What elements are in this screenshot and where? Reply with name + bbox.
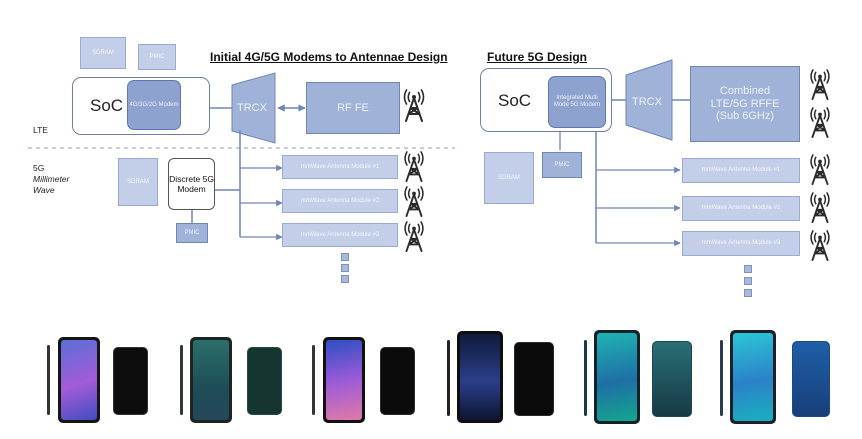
combined-rffe-line3: (Sub 6GHz) (715, 110, 775, 123)
continuation-dot (744, 289, 752, 297)
right-soc-label: SoC (498, 91, 532, 110)
left-mmwave-module-2: mmWave Antenna Module #2 (282, 189, 398, 213)
integrated-modem-block: Integrated Multi Mode 5G Modem (548, 76, 606, 128)
smartphone-back-icon (652, 341, 692, 417)
antenna-tower-icon (810, 68, 830, 100)
continuation-dot (341, 275, 349, 283)
continuation-dot (744, 265, 752, 273)
combined-rffe-line2: LTE/5G RFFE (710, 97, 780, 110)
smartphone-back-icon (380, 347, 415, 415)
sdram-bottom-block: SDRAM (118, 158, 158, 206)
smartphone-back-icon (514, 342, 554, 416)
sdram-block: SDRAM (80, 37, 126, 69)
mm-label-millimeter: Millimeter (33, 174, 70, 184)
right-trcx-shape (625, 59, 673, 141)
smartphone-side-icon (180, 345, 183, 415)
combined-rffe-line1: Combined (719, 85, 771, 98)
right-pmic-block: PMIC (542, 152, 582, 178)
smartphone-front-icon (190, 337, 232, 423)
continuation-dot (341, 253, 349, 261)
smartphone-back-icon (247, 347, 282, 415)
smartphone-front-icon (730, 330, 776, 424)
modem-block: 4G/3G/2G Modem (127, 80, 181, 130)
discrete-modem-block: Discrete 5G Modem (168, 158, 215, 210)
antenna-tower-icon (810, 153, 830, 185)
smartphone-front-icon (457, 331, 503, 423)
antenna-tower-icon (403, 89, 425, 122)
right-mmwave-module-1: mmWave Antenna Module #1 (682, 158, 800, 183)
left-title: Initial 4G/5G Modems to Antennae Design (210, 50, 448, 64)
left-mmwave-module-3: mmWave Antenna Module #3 (282, 223, 398, 247)
smartphone-front-icon (58, 337, 100, 423)
right-mmwave-module-2: mmWave Antenna Module #2 (682, 196, 800, 221)
pmic-bottom-block: PMIC (176, 223, 208, 243)
smartphone-side-icon (447, 340, 450, 416)
combined-rffe-block: Combined LTE/5G RFFE (Sub 6GHz) (690, 66, 800, 142)
smartphone-side-icon (47, 345, 50, 415)
mm-label-5g: 5G (33, 163, 45, 173)
antenna-tower-icon (404, 220, 424, 252)
smartphone-back-icon (113, 347, 148, 415)
soc-label: SoC (90, 96, 124, 115)
antenna-tower-icon (810, 229, 830, 261)
left-trcx-label: TRCX (237, 102, 267, 114)
antenna-tower-icon (404, 185, 424, 217)
right-trcx-label: TRCX (632, 96, 662, 108)
rf-fe-block: RF FE (306, 82, 400, 134)
right-sdram-block: SDRAM (484, 152, 534, 204)
right-mmwave-module-3: mmWave Antenna Module #3 (682, 231, 800, 256)
lte-label: LTE (33, 125, 48, 135)
continuation-dot (744, 277, 752, 285)
pmic-block: PMIC (138, 44, 176, 70)
mm-label-wave: Wave (33, 185, 55, 195)
antenna-tower-icon (810, 106, 830, 138)
smartphone-back-icon (792, 341, 830, 417)
continuation-dot (341, 264, 349, 272)
smartphone-side-icon (312, 345, 315, 415)
antenna-tower-icon (810, 191, 830, 223)
antenna-tower-icon (404, 150, 424, 182)
smartphone-front-icon (323, 337, 365, 423)
smartphone-side-icon (584, 340, 587, 416)
left-mmwave-module-1: mmWave Antenna Module #1 (282, 155, 398, 179)
smartphone-front-icon (594, 330, 640, 424)
left-trcx-shape (231, 72, 276, 144)
right-title: Future 5G Design (487, 50, 588, 64)
smartphone-side-icon (720, 340, 723, 416)
